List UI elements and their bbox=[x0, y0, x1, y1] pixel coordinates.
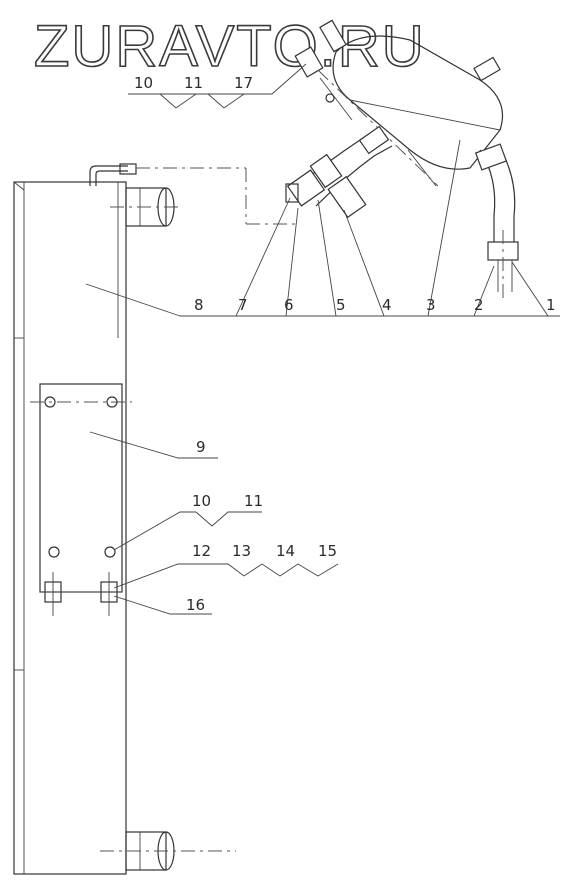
watermark-text: ZURAVTO.RU bbox=[34, 14, 426, 79]
outlet-pipe bbox=[474, 143, 519, 300]
label-11-mid: 11 bbox=[244, 492, 263, 510]
label-8: 8 bbox=[194, 296, 204, 314]
part-labels: 10 11 17 8 7 6 5 4 3 2 1 9 10 11 12 13 1… bbox=[134, 74, 556, 614]
label-5: 5 bbox=[336, 296, 346, 314]
label-14: 14 bbox=[276, 542, 295, 560]
label-2: 2 bbox=[474, 296, 484, 314]
label-11-top: 11 bbox=[184, 74, 203, 92]
label-16: 16 bbox=[186, 596, 205, 614]
label-7: 7 bbox=[238, 296, 248, 314]
label-15: 15 bbox=[318, 542, 337, 560]
radiator-column bbox=[13, 181, 127, 875]
bleed-pipe bbox=[89, 163, 300, 225]
label-12: 12 bbox=[192, 542, 211, 560]
label-10-mid: 10 bbox=[192, 492, 211, 510]
label-10-top: 10 bbox=[134, 74, 153, 92]
label-6: 6 bbox=[284, 296, 294, 314]
expansion-tank bbox=[294, 19, 504, 187]
label-3: 3 bbox=[426, 296, 436, 314]
label-13: 13 bbox=[232, 542, 251, 560]
upper-nozzle bbox=[110, 187, 182, 227]
label-1: 1 bbox=[546, 296, 556, 314]
label-4: 4 bbox=[382, 296, 392, 314]
mounting-plate bbox=[30, 383, 132, 616]
lower-nozzle bbox=[100, 831, 236, 871]
leader-lines bbox=[85, 63, 560, 615]
tank-hose bbox=[285, 125, 437, 219]
label-17-top: 17 bbox=[234, 74, 253, 92]
label-9: 9 bbox=[196, 438, 206, 456]
